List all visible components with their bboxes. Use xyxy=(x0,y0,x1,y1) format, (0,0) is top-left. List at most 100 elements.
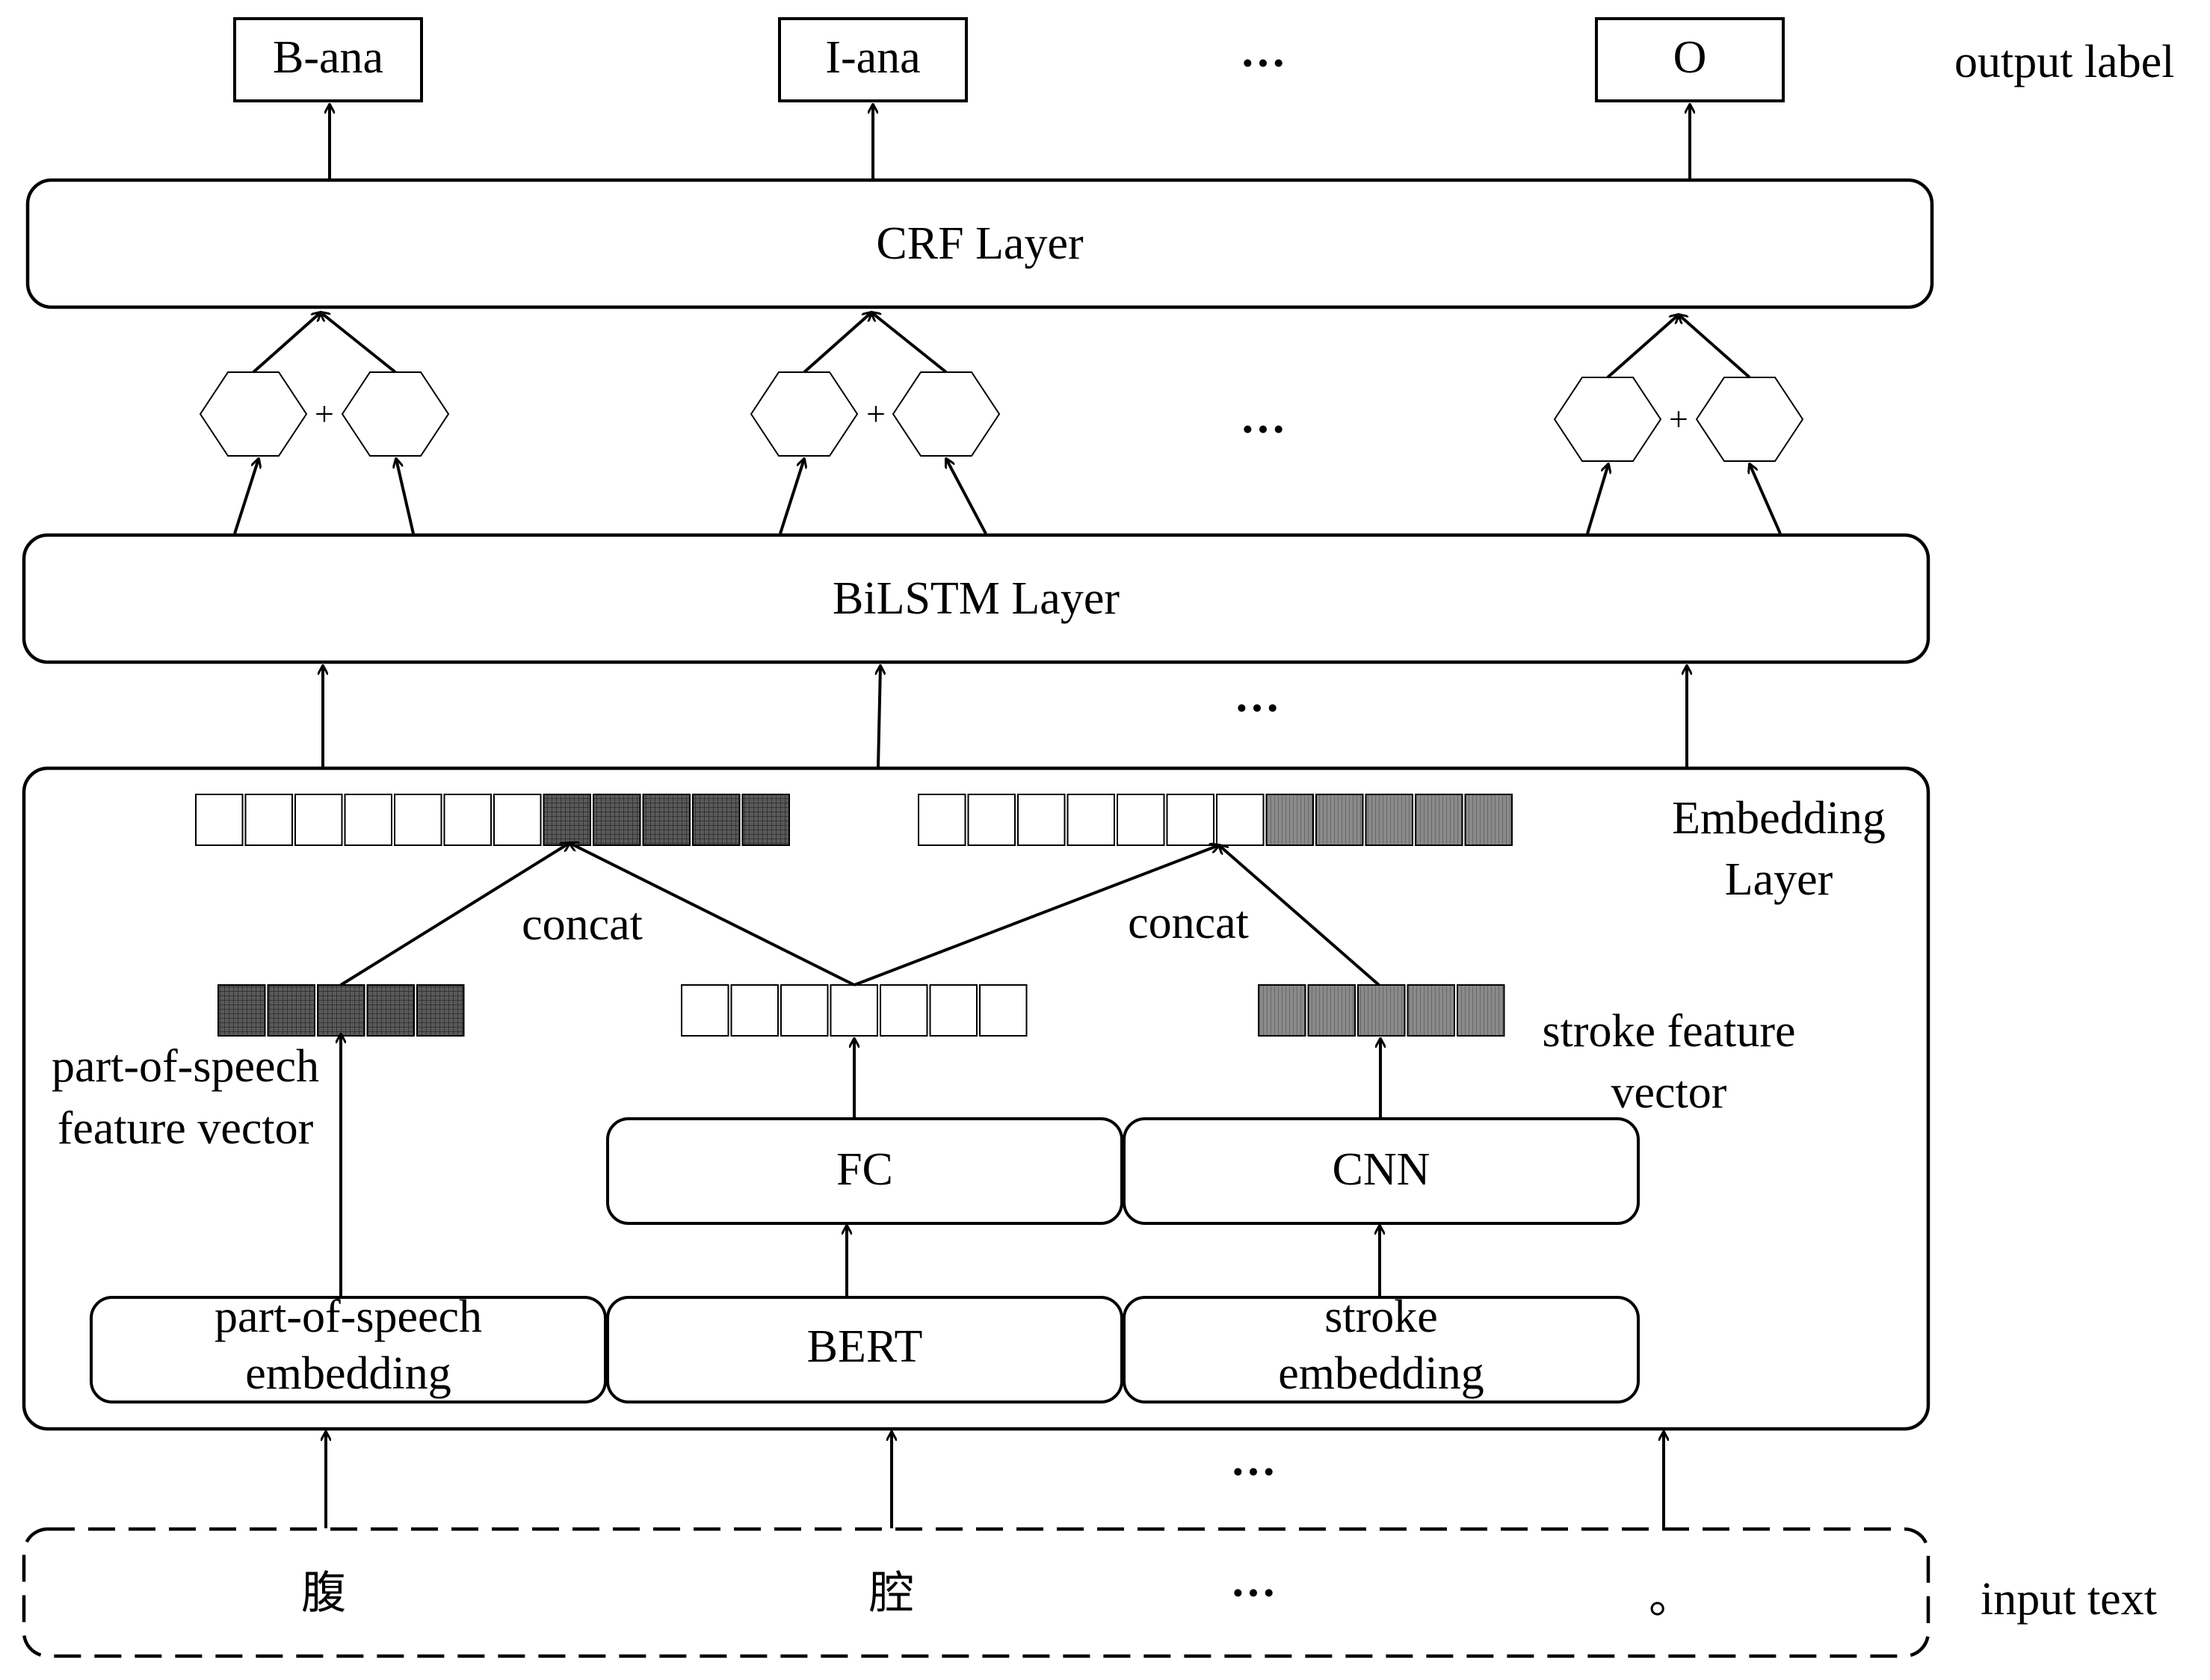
concat-left-vector-cell xyxy=(642,794,691,846)
stroke-vector-cell xyxy=(1357,984,1406,1037)
concat-right-vector-cell xyxy=(1415,794,1463,846)
pos-vector-cell xyxy=(416,984,465,1037)
backward-hidden-state-2 xyxy=(892,371,1001,457)
arrow-hex-to-crf-2b xyxy=(871,312,948,374)
concat-left-vector-cell xyxy=(344,794,392,846)
pos-vector-cell xyxy=(317,984,365,1037)
pos-embedding-label-line1: part-of-speech xyxy=(214,1291,482,1342)
crf-layer-label: CRF Layer xyxy=(876,218,1084,269)
concat-right-vector-cell xyxy=(967,794,1016,846)
concat-left-vector-cell xyxy=(543,794,591,846)
input-char-2: 腔 xyxy=(869,1569,914,1618)
pos-vector-cell xyxy=(267,984,315,1037)
crf-layer xyxy=(25,178,1934,309)
pos-feature-vector xyxy=(217,984,465,1037)
arrow-hex-to-crf-3b xyxy=(1679,315,1751,379)
concat-vector-left xyxy=(195,794,790,846)
embedding-layer-label-line2: Layer xyxy=(1725,854,1833,905)
plus-sign-2: + xyxy=(866,395,886,433)
ellipsis-embedding: ··· xyxy=(1230,1447,1277,1498)
input-text-box xyxy=(22,1527,1930,1658)
stroke-vector-cell xyxy=(1258,984,1306,1037)
concat-right-vector-cell xyxy=(1265,794,1314,846)
concat-left-vector-cell xyxy=(593,794,641,846)
pos-feature-label-line1: part-of-speech xyxy=(52,1041,319,1092)
output-label-box-o xyxy=(1595,17,1785,102)
arrow-embedding-to-bilstm-2 xyxy=(878,666,880,768)
module-to-vector-arrows xyxy=(341,1034,1380,1297)
stroke-embedding-label-line1: stroke xyxy=(1324,1291,1438,1342)
concat-right-vector-cell xyxy=(1117,794,1165,846)
concat-right-vector-cell xyxy=(1464,794,1513,846)
concat-left-vector-cell xyxy=(741,794,790,846)
concat-left-vector-cell xyxy=(294,794,343,846)
bert-vector-cell xyxy=(979,984,1028,1037)
plus-sign-3: + xyxy=(1669,400,1688,438)
arrow-bert-to-concat-right xyxy=(854,845,1219,986)
ellipsis-output: ··· xyxy=(1240,38,1286,89)
stroke-feature-label-line1: stroke feature xyxy=(1542,1006,1795,1057)
arrow-hex-to-crf-1b xyxy=(321,312,397,374)
hexagon-group-3: + xyxy=(1553,315,1804,534)
hexagon-group-1: + xyxy=(199,312,450,534)
arrow-bilstm-to-hex-3b xyxy=(1750,464,1782,534)
output-labels: B-ana I-ana O ··· output label xyxy=(233,17,2174,102)
concat-label-right: concat xyxy=(1128,898,1249,948)
concat-left-vector-cell xyxy=(244,794,293,846)
fc-module xyxy=(606,1117,1123,1225)
fc-label: FC xyxy=(836,1144,893,1195)
arrow-pos-to-concat-left xyxy=(339,843,570,986)
forward-hidden-state-1 xyxy=(199,371,308,457)
output-label-o: O xyxy=(1673,32,1707,83)
input-text-caption: input text xyxy=(1981,1574,2157,1625)
cnn-label: CNN xyxy=(1333,1144,1430,1195)
concat-right-vector-cell xyxy=(1216,794,1265,846)
stroke-vector-cell xyxy=(1407,984,1455,1037)
concat-left-vector-cell xyxy=(493,794,542,846)
arrow-hex-to-crf-1a xyxy=(252,312,321,374)
plus-sign-1: + xyxy=(315,395,334,433)
concat-left-vector-cell xyxy=(692,794,741,846)
forward-hidden-state-2 xyxy=(750,371,859,457)
arrow-bilstm-to-hex-2b xyxy=(946,459,987,534)
arrow-bert-to-concat-left xyxy=(570,843,855,986)
pos-vector-cell xyxy=(217,984,266,1037)
backward-hidden-state-1 xyxy=(341,371,450,457)
input-to-embedding-arrows xyxy=(326,1432,1664,1528)
stroke-feature-label-line2: vector xyxy=(1611,1067,1727,1118)
cnn-module xyxy=(1123,1117,1640,1225)
concat-right-vector-cell xyxy=(918,794,966,846)
arrow-hex-to-crf-3a xyxy=(1606,315,1679,379)
forward-hidden-state-3 xyxy=(1553,377,1662,462)
arrow-bilstm-to-hex-1b xyxy=(396,459,415,534)
bilstm-layer xyxy=(22,533,1930,664)
concat-left-vector-cell xyxy=(195,794,244,846)
ellipsis-bilstm: ··· xyxy=(1234,683,1280,734)
stroke-feature-vector xyxy=(1258,984,1505,1037)
bert-module xyxy=(606,1296,1123,1403)
ellipsis-input: ··· xyxy=(1230,1568,1277,1619)
arrow-bilstm-to-hex-2a xyxy=(779,459,804,534)
concat-label-left: concat xyxy=(522,899,643,950)
hexagon-group-2: + xyxy=(750,312,1001,534)
bert-vector-cell xyxy=(880,984,928,1037)
embedding-layer xyxy=(22,766,1930,1431)
bert-vector-cell xyxy=(730,984,779,1037)
concat-right-vector-cell xyxy=(1166,794,1214,846)
concat-right-vector-cell xyxy=(1315,794,1364,846)
concat-vector-right xyxy=(918,794,1513,846)
arrow-bilstm-to-hex-3a xyxy=(1586,464,1608,534)
bert-vector-cell xyxy=(830,984,878,1037)
bert-vector-cell xyxy=(780,984,829,1037)
stroke-vector-cell xyxy=(1307,984,1356,1037)
arrow-bilstm-to-hex-1a xyxy=(233,459,259,534)
pos-embedding-label-line2: embedding xyxy=(245,1348,451,1399)
backward-hidden-state-3 xyxy=(1695,377,1804,462)
stroke-embedding-label-line2: embedding xyxy=(1278,1348,1484,1399)
output-label-b-ana: B-ana xyxy=(273,32,383,83)
arrow-hex-to-crf-2a xyxy=(803,312,871,374)
concat-right-vector-cell xyxy=(1067,794,1115,846)
pos-vector-cell xyxy=(366,984,415,1037)
output-label-i-ana: I-ana xyxy=(825,32,920,83)
bert-vector-cell xyxy=(681,984,729,1037)
